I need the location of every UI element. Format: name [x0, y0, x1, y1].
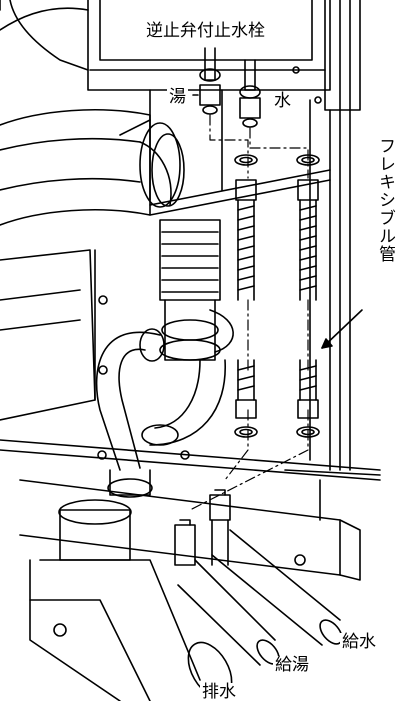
drain-pipe-large [29, 499, 233, 702]
label-check-valve-stopcock: 逆止弁付止水栓 [144, 21, 267, 41]
supply-connectors [174, 489, 231, 566]
upper-pipe [0, 109, 331, 226]
flexible-pipe-right [296, 154, 320, 438]
label-flexible-pipe: フレキシブル管 [375, 137, 395, 263]
drain-trap [95, 328, 226, 498]
stopcocks [192, 47, 261, 128]
supply-pipe-hot [177, 559, 280, 666]
label-water-supply: 給水 [340, 632, 378, 652]
left-frame [0, 249, 381, 481]
label-hot: 湯 [167, 87, 188, 107]
label-drain: 排水 [200, 682, 238, 702]
corrugated-fitting [159, 219, 234, 361]
supply-pipe-water [211, 529, 343, 646]
base-plate [19, 450, 381, 581]
flexible-pipe-left [234, 154, 258, 438]
flexible-pipe-leader [321, 309, 363, 349]
label-water: 水 [272, 91, 293, 111]
label-hot-supply: 給湯 [273, 655, 311, 675]
guide-lines [189, 114, 309, 511]
